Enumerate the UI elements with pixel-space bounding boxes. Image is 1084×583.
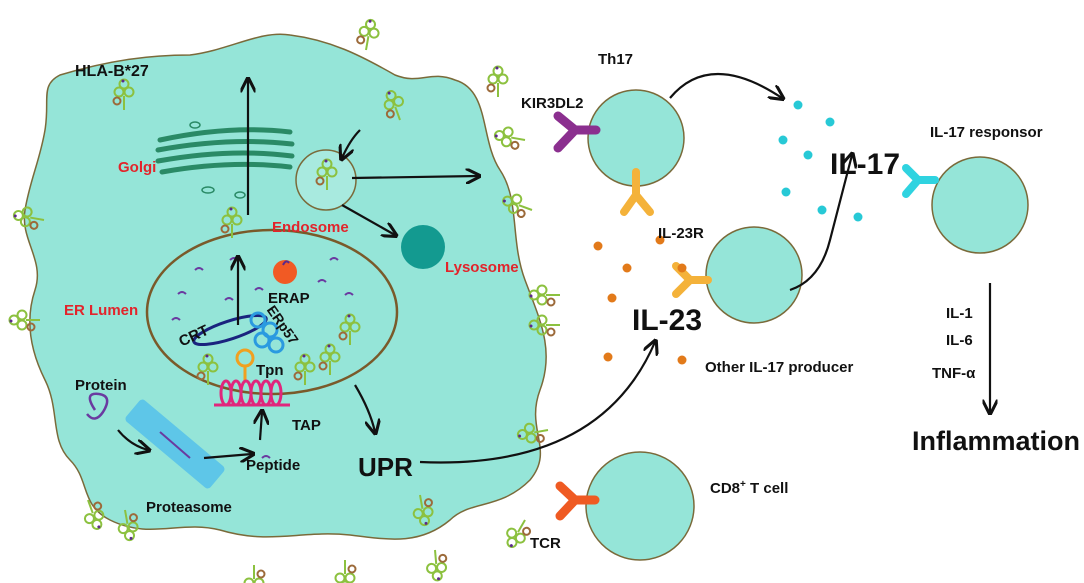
protein-squiggle bbox=[86, 392, 109, 420]
il23-label: IL-23 bbox=[632, 304, 702, 337]
erap-label: ERAP bbox=[268, 290, 310, 307]
lysosome-label: Lysosome bbox=[445, 259, 519, 276]
labels: HLA-B*27 Golgi Endosome Lysosome ER Lume… bbox=[64, 51, 1080, 552]
erap-enzyme bbox=[273, 260, 297, 284]
lysosome bbox=[401, 225, 445, 269]
inflammation-label: Inflammation bbox=[912, 426, 1080, 456]
hla-label: HLA-B*27 bbox=[75, 63, 149, 80]
il1-label: IL-1 bbox=[946, 305, 973, 322]
il17-responsor-cell bbox=[931, 156, 1029, 254]
tpn-label: Tpn bbox=[256, 362, 284, 379]
other-il17-producer-cell bbox=[705, 226, 803, 324]
tcr-label: TCR bbox=[530, 535, 561, 552]
il17-receptor bbox=[902, 164, 939, 198]
il23r-label: IL-23R bbox=[658, 225, 704, 242]
tcr-receptor bbox=[555, 481, 600, 521]
golgi-label: Golgi bbox=[118, 159, 156, 176]
upr-label: UPR bbox=[358, 452, 413, 482]
il23r-receptor-th17 bbox=[620, 168, 654, 216]
er-peptides bbox=[171, 257, 354, 321]
tpn-protein bbox=[235, 348, 255, 382]
tap-label: TAP bbox=[292, 417, 321, 434]
kir3dl2-receptor bbox=[553, 111, 601, 153]
signaling-arrows bbox=[419, 72, 990, 464]
er-lumen-label: ER Lumen bbox=[64, 302, 138, 319]
cd8-label: CD8+ T cell bbox=[710, 479, 788, 497]
tap-transporter bbox=[214, 379, 290, 407]
golgi-vesicles bbox=[189, 121, 246, 199]
protein-label: Protein bbox=[75, 377, 127, 394]
tnf-label: TNF-α bbox=[932, 365, 976, 382]
il17-label: IL-17 bbox=[830, 148, 900, 181]
erp57-protein bbox=[249, 311, 285, 354]
il23-cytokines bbox=[593, 235, 687, 365]
other-il17-label: Other IL-17 producer bbox=[705, 359, 854, 376]
proteasome-label: Proteasome bbox=[146, 499, 232, 516]
peptide-label: Peptide bbox=[246, 457, 300, 474]
internal-arrows bbox=[117, 80, 478, 458]
golgi-stacks bbox=[155, 127, 295, 175]
il17-responsor-label: IL-17 responsor bbox=[930, 124, 1043, 141]
th17-label: Th17 bbox=[598, 51, 633, 68]
il17-cytokines bbox=[778, 100, 863, 222]
kir3dl2-label: KIR3DL2 bbox=[521, 95, 584, 112]
cd8-t-cell bbox=[585, 451, 695, 561]
endosome-label: Endosome bbox=[272, 219, 349, 236]
il6-label: IL-6 bbox=[946, 332, 973, 349]
